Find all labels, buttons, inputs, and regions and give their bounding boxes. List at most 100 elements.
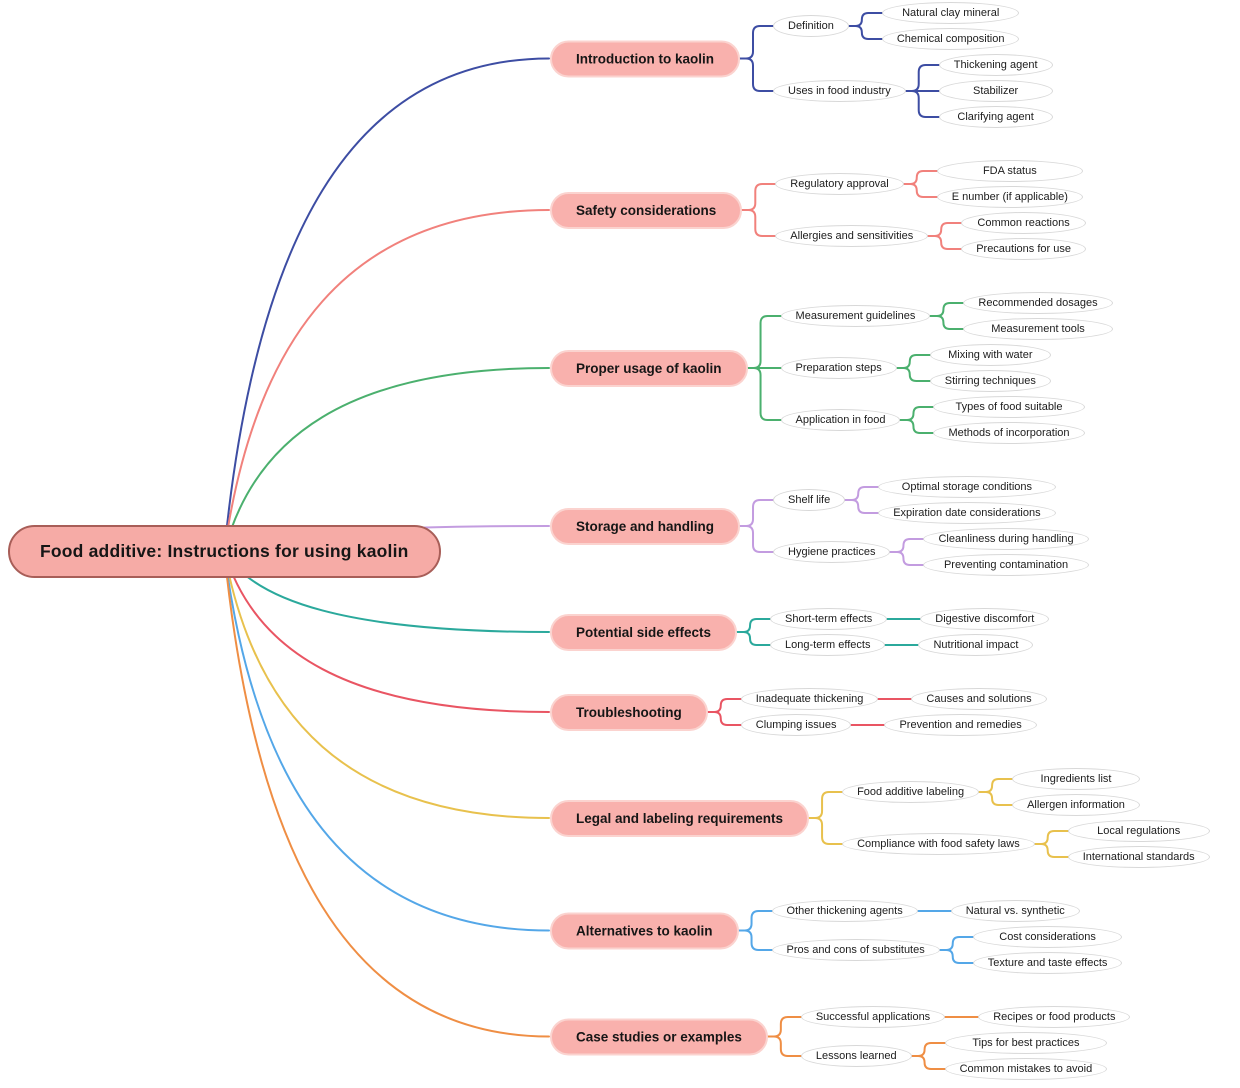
- leaf-node-cost-considerations[interactable]: Cost considerations: [972, 926, 1123, 948]
- subtopic-node-application-in-food[interactable]: Application in food: [780, 409, 901, 431]
- topic-node-safety-considerations[interactable]: Safety considerations: [550, 191, 743, 229]
- leaf-label: Stirring techniques: [944, 375, 1036, 387]
- root-node[interactable]: Food additive: Instructions for using ka…: [8, 525, 441, 578]
- leaf-label: Natural vs. synthetic: [965, 905, 1065, 917]
- subtopic-node-uses-in-food-industry[interactable]: Uses in food industry: [773, 80, 906, 102]
- subtopic-group-allergies-and-sensitivities: Allergies and sensitivities Common reacti…: [775, 212, 1086, 260]
- leaf-node-types-of-food-suitable[interactable]: Types of food suitable: [933, 396, 1085, 418]
- leaf-node-tips-for-best-practices[interactable]: Tips for best practices: [944, 1032, 1108, 1054]
- leaf-node-mixing-with-water[interactable]: Mixing with water: [929, 344, 1051, 366]
- subtopic-label: Measurement guidelines: [795, 310, 916, 322]
- subtopic-label: Short-term effects: [785, 613, 873, 625]
- subtopic-node-other-thickening-agents[interactable]: Other thickening agents: [771, 900, 918, 922]
- subtopic-label: Other thickening agents: [786, 905, 903, 917]
- leaf-node-optimal-storage-conditions[interactable]: Optimal storage conditions: [878, 476, 1056, 498]
- subtopic-group-compliance-with-food-safety-laws: Compliance with food safety laws Local re…: [842, 820, 1210, 868]
- leaf-label: Optimal storage conditions: [901, 481, 1033, 493]
- leaf-node-nutritional-impact[interactable]: Nutritional impact: [918, 634, 1034, 656]
- subtopic-group-inadequate-thickening: Inadequate thickening Causes and solution…: [740, 688, 1047, 710]
- subtopic-node-regulatory-approval[interactable]: Regulatory approval: [775, 173, 904, 195]
- leaf-node-precautions-for-use[interactable]: Precautions for use: [961, 238, 1086, 260]
- leaf-node-chemical-composition[interactable]: Chemical composition: [881, 28, 1020, 50]
- topic-node-alternatives-to-kaolin[interactable]: Alternatives to kaolin: [550, 912, 739, 949]
- connector-topic-subtopic: [807, 817, 845, 845]
- leaf-node-local-regulations[interactable]: Local regulations: [1067, 820, 1210, 842]
- leaf-node-expiration-date-considerations[interactable]: Expiration date considerations: [878, 502, 1056, 524]
- subtopic-group-successful-applications: Successful applications Recipes or food p…: [800, 1006, 1131, 1028]
- branch-alternatives-to-kaolin: Alternatives to kaolin Other thickening a…: [550, 900, 1210, 974]
- topic-node-proper-usage-of-kaolin[interactable]: Proper usage of kaolin: [550, 349, 748, 387]
- subtopic-node-short-term-effects[interactable]: Short-term effects: [770, 608, 888, 630]
- subtopic-group-hygiene-practices: Hygiene practices Cleanliness during hand…: [773, 528, 1089, 576]
- leaf-node-measurement-tools[interactable]: Measurement tools: [963, 318, 1113, 340]
- leaf-node-causes-and-solutions[interactable]: Causes and solutions: [911, 688, 1047, 710]
- leaf-node-thickening-agent[interactable]: Thickening agent: [938, 54, 1053, 76]
- leaf-node-natural-vs-synthetic[interactable]: Natural vs. synthetic: [950, 900, 1080, 922]
- subtopic-label: Definition: [788, 20, 834, 32]
- leaf-node-stirring-techniques[interactable]: Stirring techniques: [929, 370, 1051, 392]
- subtopic-node-hygiene-practices[interactable]: Hygiene practices: [773, 541, 891, 563]
- subtopic-node-inadequate-thickening[interactable]: Inadequate thickening: [740, 688, 879, 710]
- subtopic-node-long-term-effects[interactable]: Long-term effects: [770, 634, 886, 656]
- subtopic-node-definition[interactable]: Definition: [773, 15, 849, 37]
- leaf-node-preventing-contamination[interactable]: Preventing contamination: [923, 554, 1089, 576]
- leaf-node-digestive-discomfort[interactable]: Digestive discomfort: [920, 608, 1050, 630]
- leaf-label: Common reactions: [977, 217, 1070, 229]
- leaf-node-allergen-information[interactable]: Allergen information: [1012, 794, 1140, 816]
- connector-root-branch: [223, 209, 550, 553]
- subtopic-node-preparation-steps[interactable]: Preparation steps: [780, 357, 897, 379]
- leaf-node-prevention-and-remedies[interactable]: Prevention and remedies: [884, 714, 1037, 736]
- subtopic-label: Inadequate thickening: [755, 693, 864, 705]
- leaf-label: Tips for best practices: [972, 1037, 1080, 1049]
- topic-node-potential-side-effects[interactable]: Potential side effects: [550, 613, 738, 651]
- leaf-node-clarifying-agent[interactable]: Clarifying agent: [938, 106, 1053, 128]
- leaf-node-texture-and-taste-effects[interactable]: Texture and taste effects: [972, 952, 1123, 974]
- leaf-node-e-number-if-applicable[interactable]: E number (if applicable): [936, 186, 1083, 208]
- subtopic-node-compliance-with-food-safety-laws[interactable]: Compliance with food safety laws: [842, 833, 1035, 855]
- leaf-node-cleanliness-during-handling[interactable]: Cleanliness during handling: [923, 528, 1089, 550]
- leaf-node-ingredients-list[interactable]: Ingredients list: [1012, 768, 1140, 790]
- subtopic-node-lessons-learned[interactable]: Lessons learned: [800, 1045, 912, 1067]
- subtopic-node-food-additive-labeling[interactable]: Food additive labeling: [842, 781, 980, 803]
- subtopic-node-measurement-guidelines[interactable]: Measurement guidelines: [780, 305, 931, 327]
- topic-node-case-studies-or-examples[interactable]: Case studies or examples: [550, 1018, 768, 1055]
- subtopic-node-pros-and-cons-of-substitutes[interactable]: Pros and cons of substitutes: [771, 939, 940, 961]
- leaf-node-stabilizer[interactable]: Stabilizer: [938, 80, 1053, 102]
- leaf-node-natural-clay-mineral[interactable]: Natural clay mineral: [881, 2, 1020, 24]
- leaf-node-common-reactions[interactable]: Common reactions: [961, 212, 1086, 234]
- topic-node-introduction-to-kaolin[interactable]: Introduction to kaolin: [550, 40, 740, 77]
- branch-proper-usage-of-kaolin: Proper usage of kaolin Measurement guidel…: [550, 292, 1210, 444]
- topic-node-troubleshooting[interactable]: Troubleshooting: [550, 693, 708, 731]
- subtopic-node-allergies-and-sensitivities[interactable]: Allergies and sensitivities: [775, 225, 929, 247]
- leaf-label: Preventing contamination: [943, 559, 1069, 571]
- leaf-node-recommended-dosages[interactable]: Recommended dosages: [963, 292, 1113, 314]
- topic-node-legal-and-labeling-requirements[interactable]: Legal and labeling requirements: [550, 799, 810, 837]
- leaf-node-common-mistakes-to-avoid[interactable]: Common mistakes to avoid: [944, 1058, 1108, 1080]
- leaf-node-international-standards[interactable]: International standards: [1067, 846, 1210, 868]
- subtopic-node-shelf-life[interactable]: Shelf life: [773, 489, 846, 511]
- subtopic-label: Pros and cons of substitutes: [786, 944, 925, 956]
- leaf-label: Recommended dosages: [978, 297, 1098, 309]
- leaf-node-methods-of-incorporation[interactable]: Methods of incorporation: [933, 422, 1085, 444]
- subtopic-node-clumping-issues[interactable]: Clumping issues: [740, 714, 852, 736]
- leaf-label: FDA status: [982, 165, 1037, 177]
- subtopic-node-successful-applications[interactable]: Successful applications: [800, 1006, 946, 1028]
- connector-topic-subtopic: [745, 367, 783, 421]
- subtopic-group-measurement-guidelines: Measurement guidelines Recommended dosage…: [780, 292, 1113, 340]
- leaf-node-recipes-or-food-products[interactable]: Recipes or food products: [978, 1006, 1131, 1028]
- connector-subtopic-leaf: [903, 90, 941, 118]
- leaf-label: Local regulations: [1097, 825, 1181, 837]
- leaves-column: Recipes or food products: [978, 1006, 1131, 1028]
- branch-safety-considerations: Safety considerations Regulatory approval…: [550, 160, 1210, 260]
- leaf-label: Natural clay mineral: [902, 7, 1000, 19]
- leaf-node-fda-status[interactable]: FDA status: [936, 160, 1083, 182]
- topic-node-storage-and-handling[interactable]: Storage and handling: [550, 507, 741, 545]
- connector-subtopic-leaf: [909, 1055, 947, 1070]
